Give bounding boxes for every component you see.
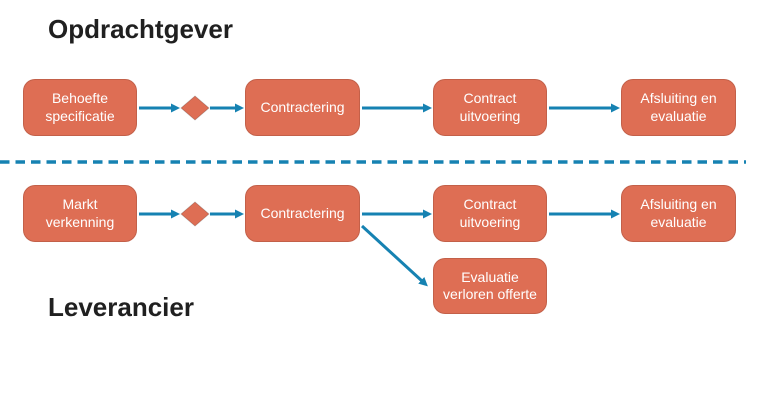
process-box-label: Behoefte specificatie: [45, 90, 115, 124]
process-box-evaluatie-verloren-offerte: Evaluatie verloren offerte: [433, 258, 547, 314]
process-box-label: Markt verkenning: [45, 196, 115, 230]
lane-title-leverancier: Leverancier: [48, 292, 194, 322]
process-box-afsluiting-evaluatie-bottom: Afsluiting en evaluatie: [621, 185, 736, 242]
process-box-contractering-top: Contractering: [245, 79, 360, 136]
lane-title-opdrachtgever: Opdrachtgever: [48, 14, 233, 44]
decision-diamond-icon: [180, 95, 210, 121]
process-box-label: Contract uitvoering: [459, 90, 521, 124]
process-box-label: Contractering: [260, 98, 345, 115]
process-box-label: Afsluiting en evaluatie: [640, 90, 717, 124]
process-box-markt-verkenning: Markt verkenning: [23, 185, 137, 242]
process-box-contractering-bottom: Contractering: [245, 185, 360, 242]
process-box-label: Contractering: [260, 204, 345, 221]
decision-diamond-icon: [180, 201, 210, 227]
process-box-contract-uitvoering-top: Contract uitvoering: [433, 79, 547, 136]
process-box-label: Afsluiting en evaluatie: [640, 196, 717, 230]
process-box-behoefte-specificatie: Behoefte specificatie: [23, 79, 137, 136]
process-box-label: Evaluatie verloren offerte: [443, 268, 537, 302]
process-box-label: Contract uitvoering: [459, 196, 521, 230]
flow-arrow-lost-offer: [360, 224, 428, 287]
process-box-afsluiting-evaluatie-top: Afsluiting en evaluatie: [621, 79, 736, 136]
process-box-contract-uitvoering-bottom: Contract uitvoering: [433, 185, 547, 242]
